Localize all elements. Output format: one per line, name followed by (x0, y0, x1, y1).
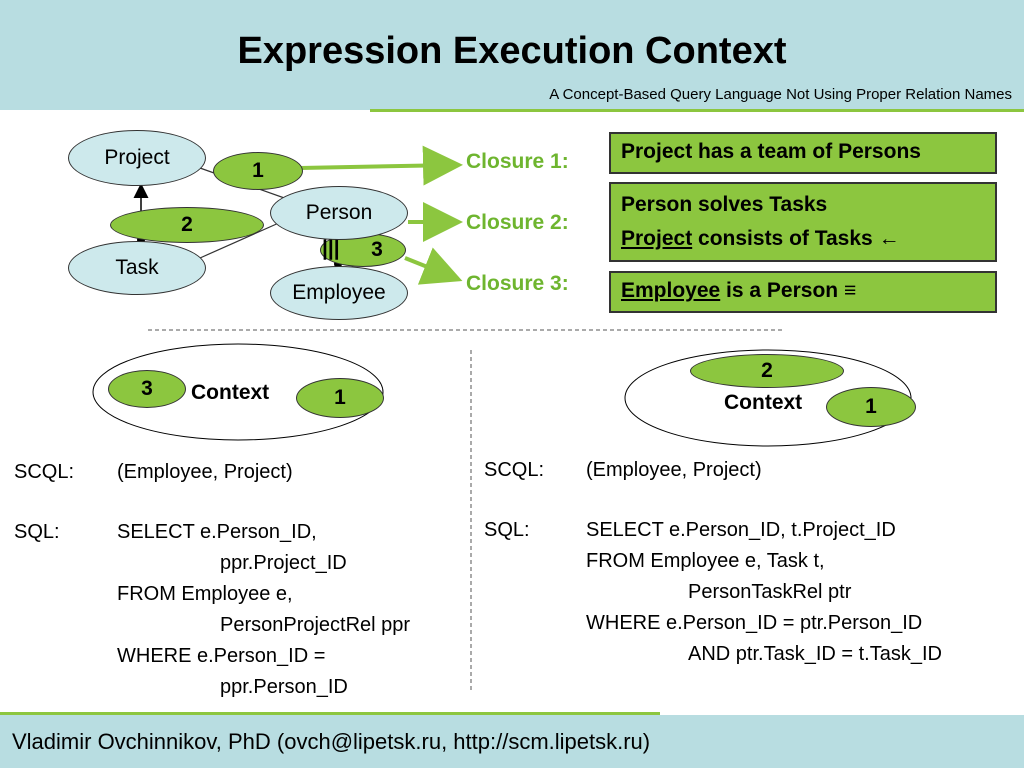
header-bar (0, 0, 1024, 110)
left-sql-code: SELECT e.Person_ID, ppr.Project_ID FROM Em… (117, 517, 410, 703)
right-sql-code: SELECT e.Person_ID, t.Project_ID FROM Emp… (586, 515, 942, 670)
footer-accent-line (0, 712, 660, 715)
closure-3-box: Employee is a Person ≡ (609, 271, 997, 313)
footer-bar (0, 715, 1024, 768)
left-sql-line: WHERE e.Person_ID = (117, 645, 326, 667)
right-sql-line: WHERE e.Person_ID = ptr.Person_ID (586, 612, 923, 634)
right-context-label: Context (724, 391, 803, 414)
footer-author: Vladimir Ovchinnikov, PhD (ovch@lipetsk.… (12, 729, 651, 754)
equivalence-mark: ||| (322, 237, 340, 260)
right-context-badge-1: 1 (826, 387, 916, 427)
left-sql-line: PersonProjectRel ppr (220, 614, 411, 636)
right-context-badge-2: 2 (690, 354, 844, 388)
closure-2-project-word: Project (621, 227, 693, 250)
closure-3-label: Closure 3: (466, 272, 569, 295)
right-scql-label: SCQL: (484, 459, 545, 481)
left-scql-value: (Employee, Project) (117, 461, 293, 483)
closure-2-line-2: Project consists of Tasks ← (621, 222, 985, 256)
left-arrow-icon: ← (878, 227, 900, 250)
right-sql-line: PersonTaskRel ptr (688, 581, 852, 603)
closure1-arrow (299, 145, 463, 186)
right-sql-label: SQL: (484, 519, 530, 541)
right-sql-line: SELECT e.Person_ID, t.Project_ID (586, 519, 896, 541)
closure-1-label: Closure 1: (466, 150, 569, 173)
right-scql-value: (Employee, Project) (586, 459, 762, 481)
slide-title: Expression Execution Context (237, 30, 787, 72)
closure-2-line-2-rest: consists of Tasks (692, 227, 879, 250)
closure-2-label: Closure 2: (466, 211, 569, 234)
left-sql-label: SQL: (14, 521, 60, 543)
closure-1-box: Project has a team of Persons (609, 132, 997, 174)
closure-1-text: Project has a team of Persons (621, 140, 921, 163)
left-sql-line: SELECT e.Person_ID, (117, 521, 317, 543)
right-sql-line: AND ptr.Task_ID = t.Task_ID (688, 643, 942, 665)
badge-1: 1 (213, 152, 303, 190)
badge-2: 2 (110, 207, 264, 243)
left-sql-line: ppr.Person_ID (220, 676, 348, 698)
left-sql-line: FROM Employee e, (117, 583, 293, 605)
closure-2-box: Person solves Tasks Project consists of … (609, 182, 997, 262)
closure-2-line-1: Person solves Tasks (621, 193, 828, 216)
left-sql-line: ppr.Project_ID (220, 552, 347, 574)
closure-3-employee-word: Employee (621, 279, 721, 302)
employee-node: Employee (270, 266, 408, 320)
closure3-arrow (404, 247, 463, 285)
closure-3-rest: is a Person (720, 279, 844, 302)
left-context-label: Context (191, 381, 270, 404)
project-node: Project (68, 130, 206, 186)
slide-subtitle: A Concept-Based Query Language Not Using… (549, 86, 1012, 103)
task-person-line (199, 217, 291, 259)
left-context-badge-3: 3 (108, 370, 186, 408)
left-scql-label: SCQL: (14, 461, 75, 483)
task-node: Task (68, 241, 206, 295)
person-node: Person (270, 186, 408, 240)
left-context-ellipse (92, 343, 384, 441)
right-sql-line: FROM Employee e, Task t, (586, 550, 825, 572)
equivalence-icon: ≡ (843, 279, 857, 302)
header-accent-line (370, 109, 1024, 112)
left-context-badge-1: 1 (296, 378, 384, 418)
